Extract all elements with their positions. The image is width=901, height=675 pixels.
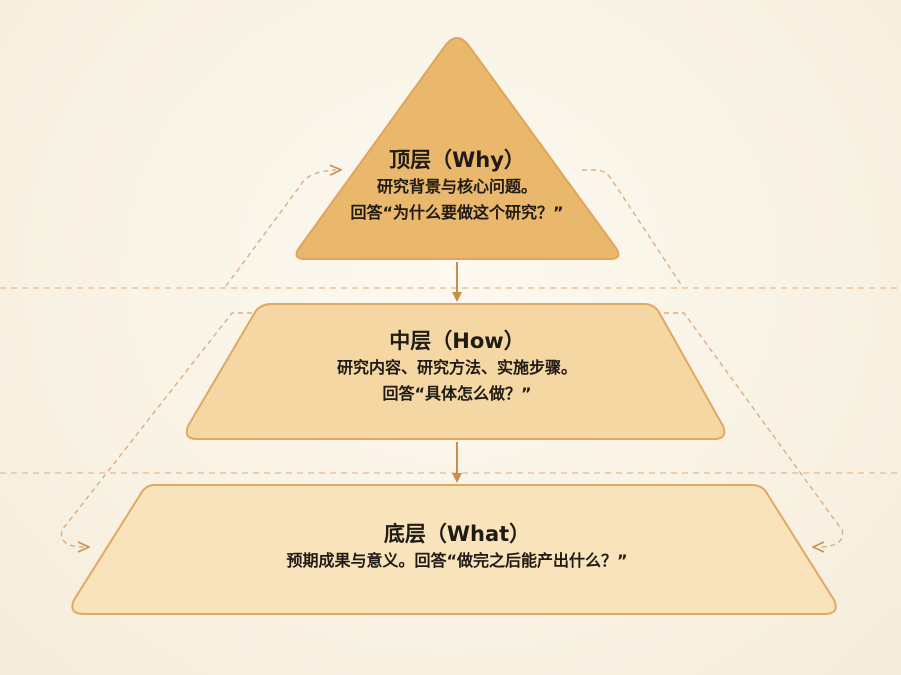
- tier-middle-title: 中层（How）: [389, 329, 525, 353]
- tier-top-line-1: 研究背景与核心问题。: [376, 177, 537, 196]
- tier-top-text: 顶层（Why） 研究背景与核心问题。 回答“为什么要做这个研究？”: [307, 146, 607, 226]
- tier-middle-line-2: 回答“具体怎么做？”: [382, 384, 532, 403]
- tier-middle-text: 中层（How） 研究内容、研究方法、实施步骤。 回答“具体怎么做？”: [257, 327, 657, 407]
- tier-top-line-2: 回答“为什么要做这个研究？”: [350, 203, 564, 222]
- tier-bottom-shape: [71, 484, 837, 615]
- tier-bottom-line-1: 预期成果与意义。回答“做完之后能产出什么？”: [286, 551, 628, 570]
- tier-middle-line-1: 研究内容、研究方法、实施步骤。: [336, 358, 577, 377]
- tier-top-shape: [295, 37, 620, 260]
- left-connector-lower: [60, 312, 252, 547]
- tier-middle-shape: [185, 303, 726, 440]
- tier-bottom-text: 底层（What） 预期成果与意义。回答“做完之后能产出什么？”: [207, 520, 707, 574]
- left-connector-upper: [225, 170, 336, 287]
- right-connector-lower: [664, 312, 844, 547]
- tier-bottom-title: 底层（What）: [383, 522, 531, 546]
- tier-top-title: 顶层（Why）: [389, 148, 525, 172]
